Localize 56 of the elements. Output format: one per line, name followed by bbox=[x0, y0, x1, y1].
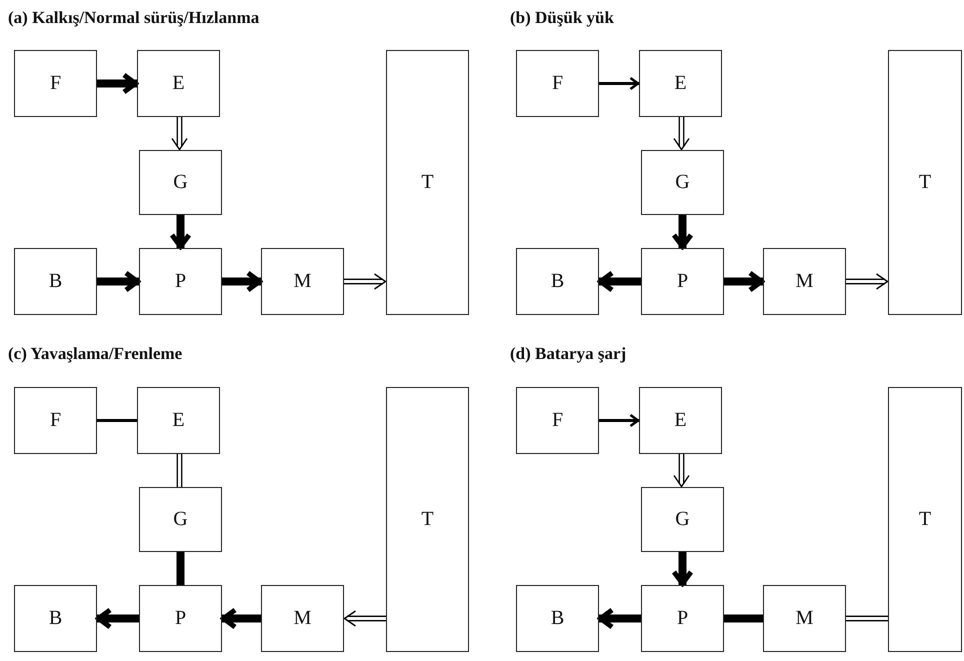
block: E bbox=[137, 387, 220, 454]
double-line bbox=[845, 616, 889, 622]
block: F bbox=[14, 50, 97, 117]
arrow bbox=[97, 270, 140, 292]
block: M bbox=[763, 585, 846, 652]
connector-line bbox=[724, 614, 763, 622]
block: F bbox=[516, 50, 599, 117]
block: T bbox=[888, 387, 962, 652]
block: G bbox=[641, 487, 724, 552]
connector-line bbox=[176, 552, 184, 585]
double-line-arrow bbox=[343, 273, 387, 290]
block: P bbox=[641, 585, 724, 652]
block: M bbox=[261, 585, 344, 652]
double-line-arrow bbox=[673, 453, 690, 488]
block: P bbox=[641, 248, 724, 315]
arrow bbox=[97, 72, 138, 94]
block: P bbox=[139, 248, 222, 315]
block: M bbox=[261, 248, 344, 315]
arrow bbox=[598, 270, 641, 292]
panel-heading: (a) Kalkış/Normal sürüş/Hızlanma bbox=[8, 8, 260, 28]
arrow bbox=[598, 608, 641, 630]
block: T bbox=[888, 50, 962, 315]
arrow bbox=[724, 270, 764, 292]
block: B bbox=[516, 585, 599, 652]
panel-heading: (c) Yavaşlama/Frenleme bbox=[8, 344, 182, 364]
double-line-arrow bbox=[343, 610, 387, 627]
connector-line bbox=[97, 419, 137, 422]
block: T bbox=[386, 387, 469, 652]
arrow bbox=[672, 215, 694, 249]
arrow bbox=[170, 215, 192, 249]
arrow bbox=[221, 608, 261, 630]
block: E bbox=[137, 50, 220, 117]
panel-heading: (b) Düşük yük bbox=[510, 8, 614, 28]
block: B bbox=[14, 585, 97, 652]
block: T bbox=[386, 50, 469, 315]
arrow bbox=[222, 270, 262, 292]
block: E bbox=[639, 387, 722, 454]
double-line-arrow bbox=[845, 273, 889, 290]
block: E bbox=[639, 50, 722, 117]
double-line-arrow bbox=[673, 116, 690, 151]
block: F bbox=[14, 387, 97, 454]
block: G bbox=[641, 150, 724, 215]
arrow bbox=[672, 552, 694, 586]
block: G bbox=[139, 150, 222, 215]
block: P bbox=[139, 585, 222, 652]
block: F bbox=[516, 387, 599, 454]
arrow bbox=[96, 608, 139, 630]
block: G bbox=[139, 487, 222, 552]
panel-heading: (d) Batarya şarj bbox=[510, 344, 626, 364]
block: B bbox=[14, 248, 97, 315]
block: M bbox=[763, 248, 846, 315]
arrow bbox=[599, 414, 640, 428]
block: B bbox=[516, 248, 599, 315]
arrow bbox=[599, 76, 640, 90]
double-line bbox=[176, 453, 182, 488]
double-line-arrow bbox=[171, 116, 188, 151]
